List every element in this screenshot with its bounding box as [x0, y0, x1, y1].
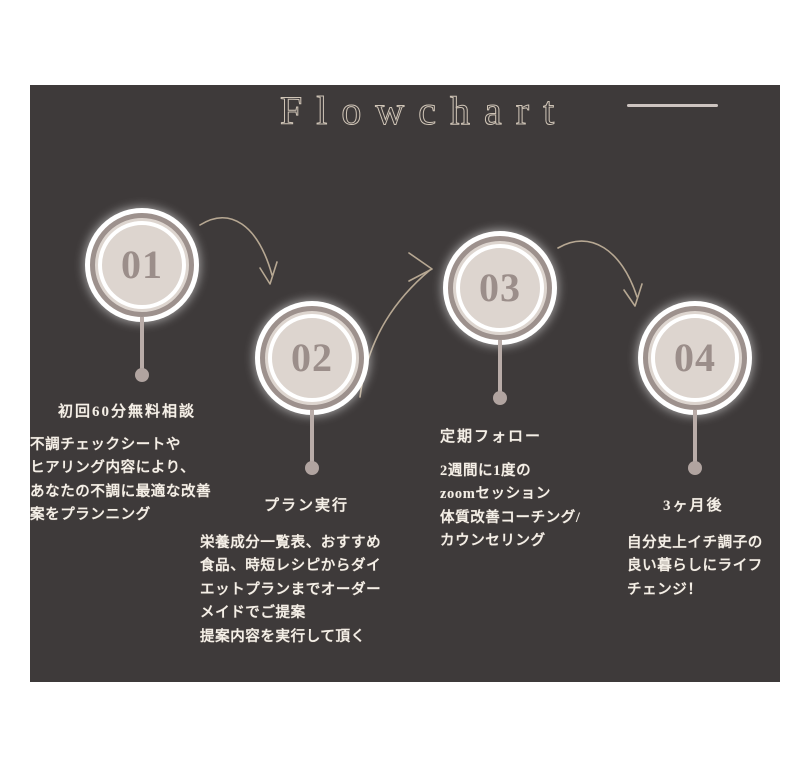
step-number-03: 03 [479, 265, 521, 310]
step-body-03: 2週間に1度の zoomセッション 体質改善コーチング/ カウンセリング [440, 463, 581, 550]
step-body-01: 不調チェックシートや ヒアリング内容により、 あなたの不調に最適な改善 案をプラ… [30, 437, 212, 524]
step-stem-04 [693, 410, 697, 464]
step-title-03: 定期フォロー [440, 429, 543, 445]
step-number-01: 01 [121, 242, 163, 287]
step-body-02: 栄養成分一覧表、おすすめ 食品、時短レシピからダイ エットプランまでオーダー メ… [200, 535, 382, 645]
step-stem-dot-04 [688, 461, 702, 475]
step-stem-02 [310, 410, 314, 464]
step-number-04: 04 [674, 335, 716, 380]
step-title-02: プラン実行 [264, 498, 350, 514]
step-stem-dot-01 [135, 368, 149, 382]
step-title-01: 初回60分無料相談 [58, 404, 197, 420]
arrow-step3-to-step4 [557, 240, 643, 307]
step-circle-03[interactable]: 03 [448, 236, 552, 340]
step-stem-dot-03 [493, 391, 507, 405]
header: Flowchart [30, 85, 780, 145]
step-circle-02[interactable]: 02 [260, 306, 364, 410]
title-divider [627, 104, 718, 107]
arrow-step2-to-step3 [359, 252, 433, 398]
step-circle-01[interactable]: 01 [90, 213, 194, 317]
step-number-02: 02 [291, 335, 333, 380]
step-body-04: 自分史上イチ調子の 良い暮らしにライフ チェンジ！ [627, 535, 763, 598]
page-title: Flowchart [279, 88, 569, 134]
step-stem-03 [498, 340, 502, 394]
step-title-04: 3ヶ月後 [663, 498, 724, 514]
arrow-step1-to-step2 [199, 216, 278, 285]
step-stem-01 [140, 317, 144, 371]
step-stem-dot-02 [305, 461, 319, 475]
step-circle-04[interactable]: 04 [643, 306, 747, 410]
flowchart-panel: Flowchart 01 [30, 85, 780, 682]
